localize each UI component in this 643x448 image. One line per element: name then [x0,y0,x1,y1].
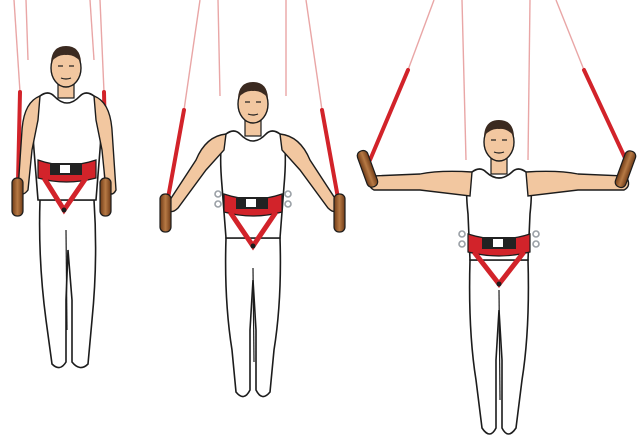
right-arm [280,134,340,212]
left-arm [166,134,226,212]
ring-handle-left [12,178,23,216]
torso-singlet [33,93,101,200]
ring-handle-left [160,194,171,232]
legs [40,200,96,368]
gymnast-arms-angled-harness [160,0,345,397]
gymnast-iron-cross-harness [356,0,637,434]
ring-handle-right [334,194,345,232]
right-arm [526,171,629,196]
ring-handle-right [614,149,637,188]
left-arm [369,171,472,196]
gymnast-arms-down-harness [12,0,116,368]
torso-singlet [221,131,286,238]
ring-handle-left [356,149,379,188]
ring-handle-right [100,178,111,216]
